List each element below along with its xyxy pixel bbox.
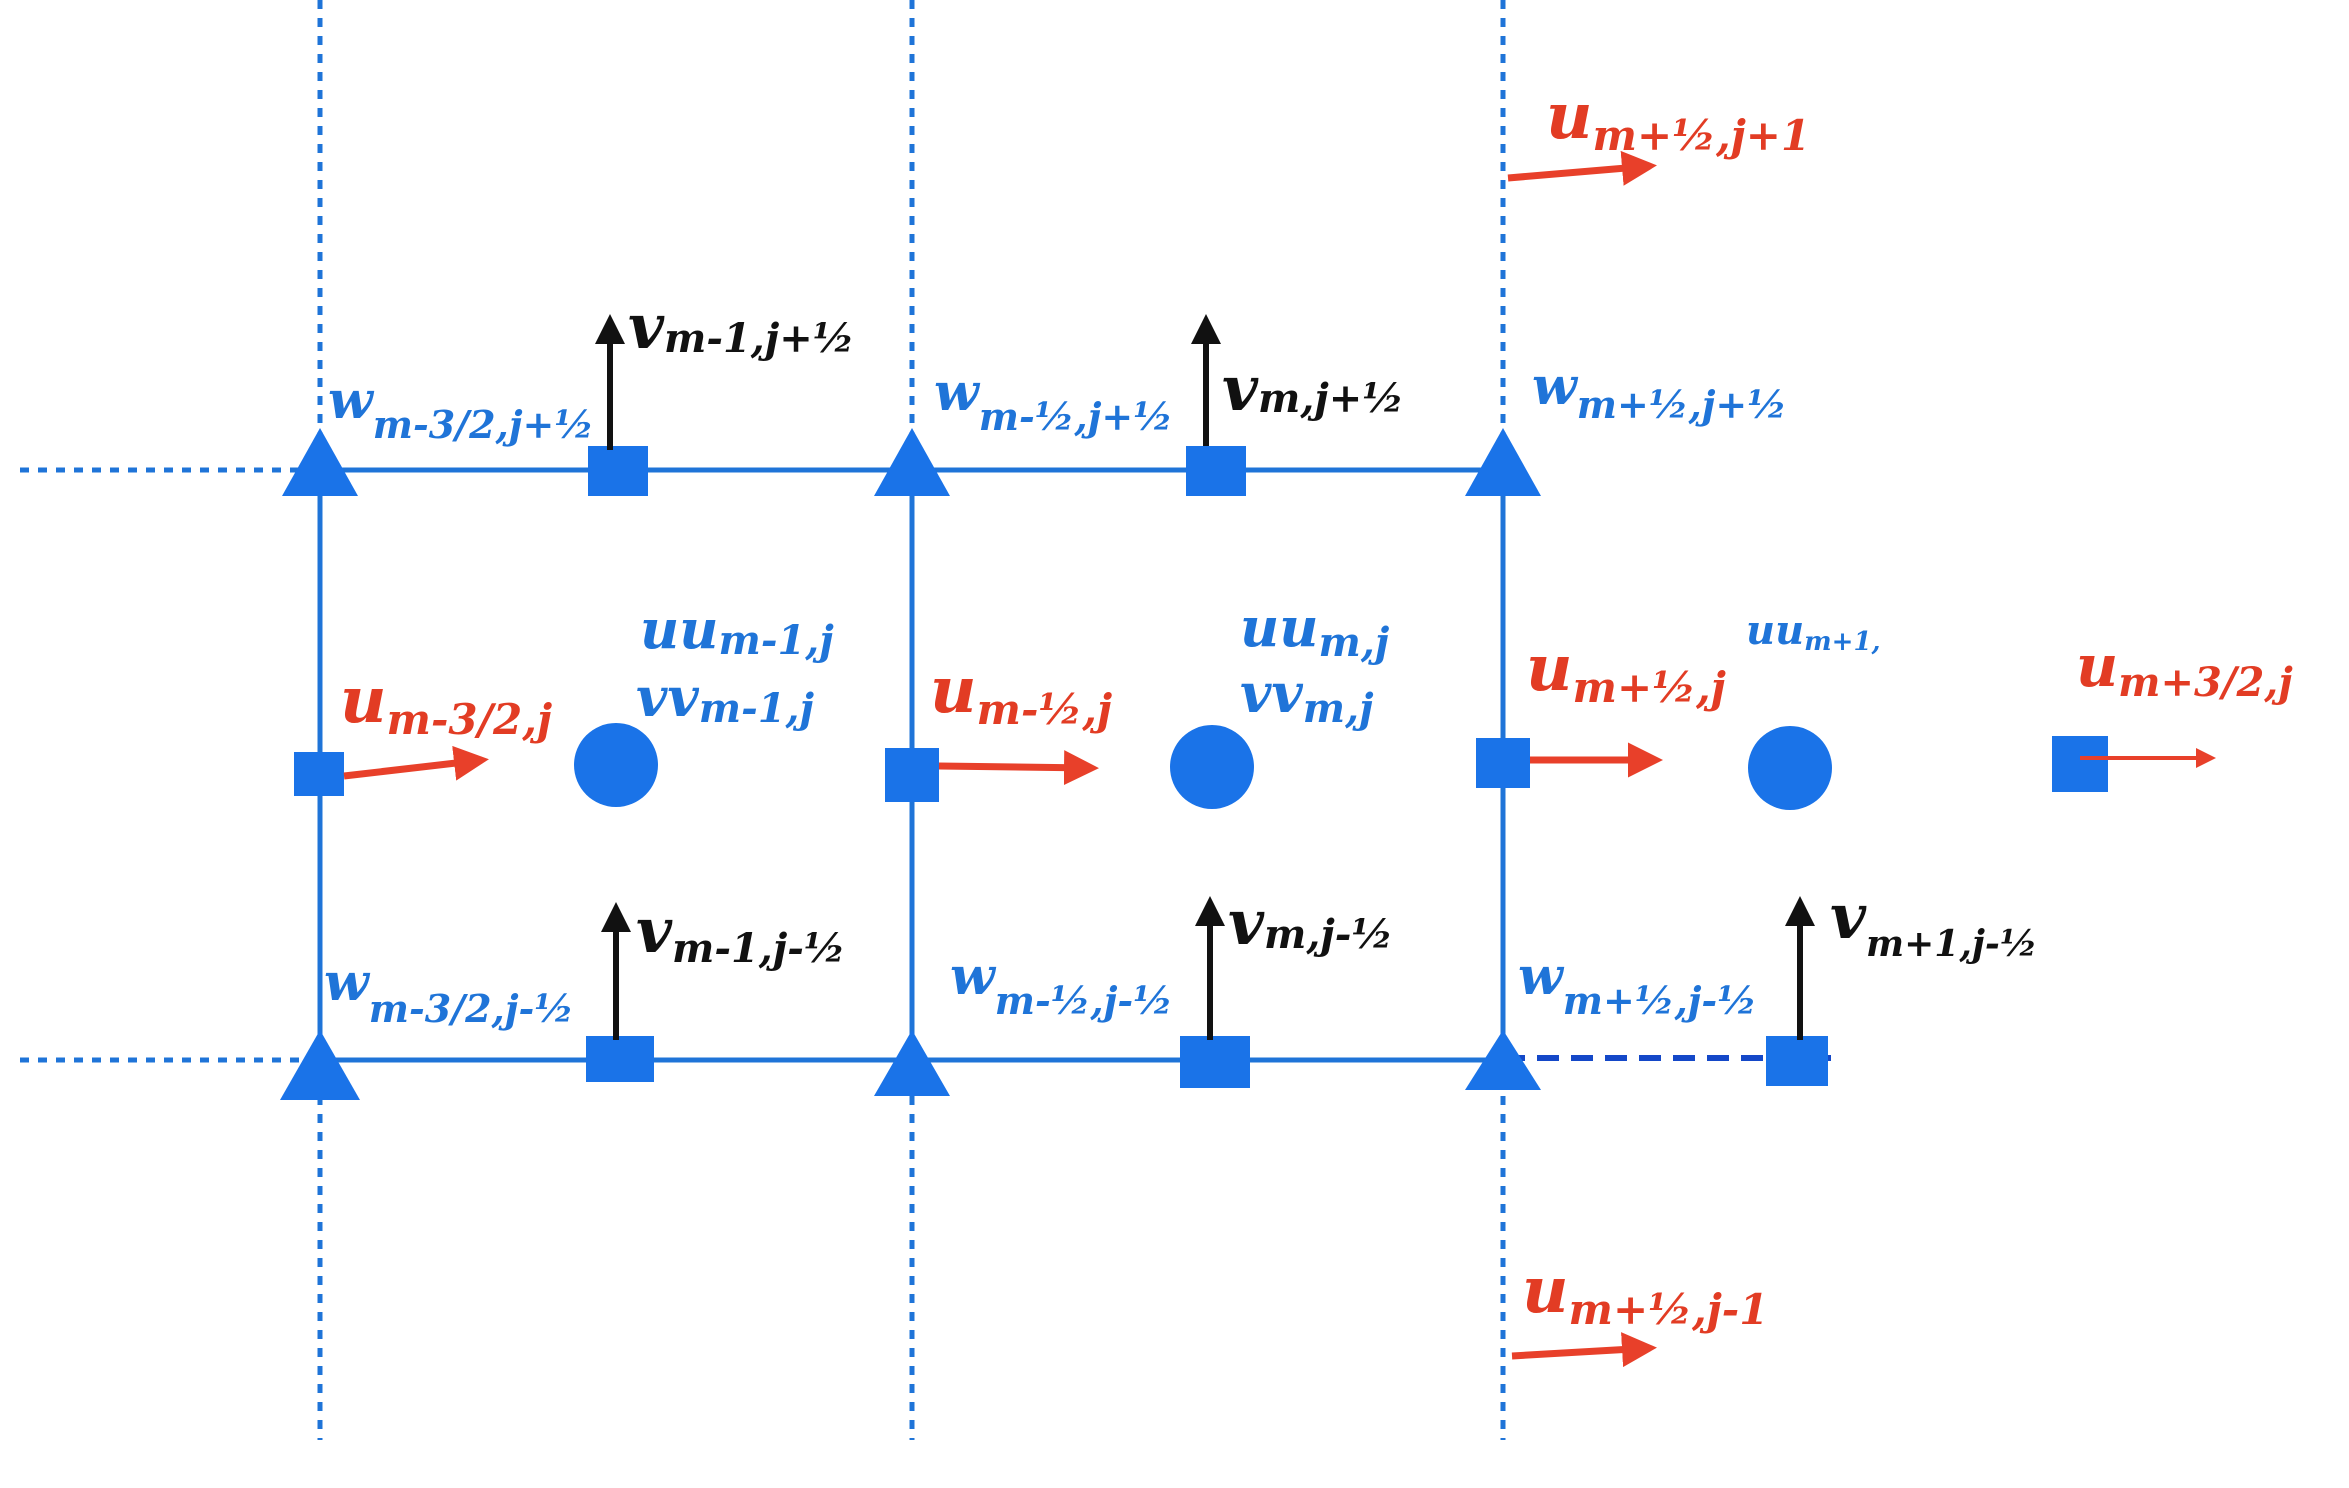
u-node-p12 [1476,738,1530,788]
label-w-top-mid: wm-½,j+½ [934,362,1173,439]
label-u-m32: um-3/2,j [340,663,552,744]
label-centre-1-v: vvm-1,j [636,665,814,732]
triangle-node-bottom-mid [874,1030,950,1096]
v-arrows [595,314,1815,1040]
label-centre-3-u: uum+1, [1746,607,1881,657]
label-w-bottom-mid: wm-½,j-½ [950,946,1173,1023]
label-v-bot-1: vm-1,j-½ [636,894,846,972]
labels: um+½,j+1 um-3/2,j um-½,j um+½,j um+3/2,j… [324,79,2293,1334]
label-u-m12: um-½,j [930,653,1112,734]
centre-nodes [574,723,1832,810]
u-arrows [343,150,1663,1368]
v-node-bot-3 [1766,1036,1828,1086]
v-node-top-2 [1186,446,1246,496]
label-u-p32: um+3/2,j [2076,632,2293,706]
centre-node-2 [1170,725,1254,809]
label-w-bottom-left: wm-3/2,j-½ [324,952,574,1031]
v-node-bot-1 [586,1036,654,1082]
u-node-m12 [885,748,939,802]
triangle-node-bottom-right [1465,1030,1541,1090]
u-arrow-top [1507,150,1657,186]
triangle-node-top-right [1465,428,1541,496]
w-nodes [280,428,1541,1100]
label-w-top-right: wm+½,j+½ [1532,356,1787,427]
u-arrow-m32 [343,745,489,781]
u-arrow-bottom [1511,1332,1657,1368]
label-centre-1-u: uum-1,j [640,597,834,664]
centre-node-3 [1748,726,1832,810]
u-node-p32 [2052,736,2108,792]
triangle-node-bottom-left [280,1030,360,1100]
triangle-node-top-left [282,428,358,496]
label-u-p12: um+½,j [1526,631,1726,712]
square-nodes [294,446,2108,1088]
label-v-bot-2: vm,j-½ [1228,886,1393,959]
v-node-top-1 [588,446,648,496]
label-v-top-2: vm,j+½ [1222,352,1404,425]
label-u-bottom: um+½,j-1 [1522,1253,1768,1334]
u-node-m32 [294,752,344,796]
v-node-bot-2 [1180,1036,1250,1088]
u-arrow-m12 [938,750,1099,786]
label-w-bottom-right: wm+½,j-½ [1518,946,1757,1023]
triangle-node-top-mid [874,428,950,496]
label-u-top: um+½,j+1 [1546,79,1810,160]
dotted-grid-lines [20,0,1506,1440]
label-w-top-left: wm-3/2,j+½ [328,370,594,447]
label-v-bot-3: vm+1,j-½ [1830,880,2037,965]
label-centre-2-v: vvm,j [1240,661,1374,732]
label-v-top-1: vm-1,j+½ [628,290,854,363]
centre-node-1 [574,723,658,807]
label-centre-2-u: uum,j [1240,595,1390,666]
